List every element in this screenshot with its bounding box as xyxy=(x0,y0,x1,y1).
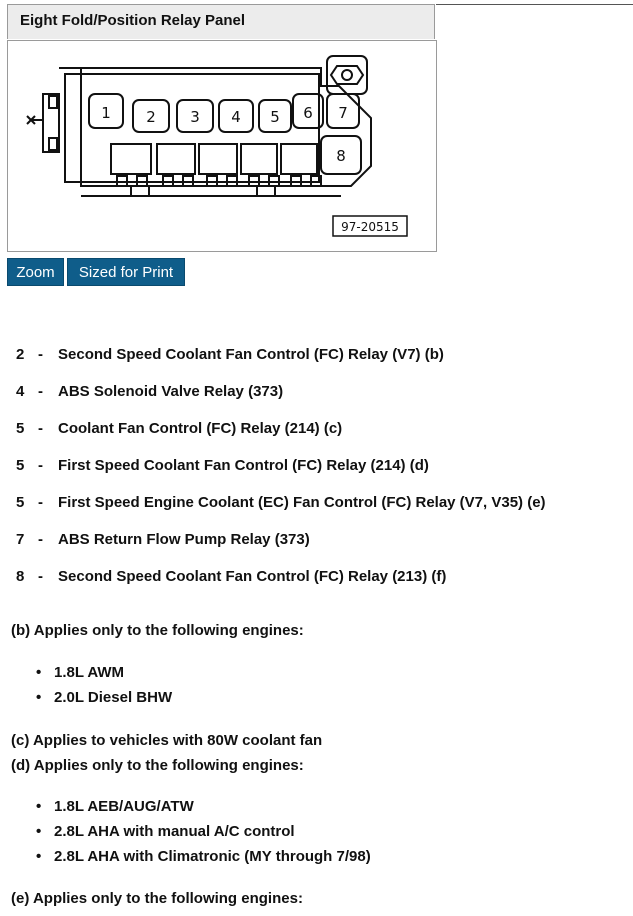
list-item-text: 1.8L AEB/AUG/ATW xyxy=(54,798,194,815)
slot-label-8: 8 xyxy=(336,147,346,165)
relay-number: 5 xyxy=(16,457,25,474)
relay-row: 5-First Speed Coolant Fan Control (FC) R… xyxy=(16,457,429,474)
figure-id: 97-20515 xyxy=(341,220,399,234)
list-item: • 2.8L AHA with Climatronic (MY through 7… xyxy=(36,848,371,865)
relay-description: First Speed Coolant Fan Control (FC) Rel… xyxy=(58,457,429,474)
relay-description: Second Speed Coolant Fan Control (FC) Re… xyxy=(58,568,447,585)
list-item-text: 2.0L Diesel BHW xyxy=(54,689,173,706)
relay-dash: - xyxy=(38,420,43,437)
slot-label-7: 7 xyxy=(338,104,348,122)
relay-dash: - xyxy=(38,531,43,548)
relay-dash: - xyxy=(38,568,43,585)
relay-row: 7-ABS Return Flow Pump Relay (373) xyxy=(16,531,310,548)
note-e: (e) Applies only to the following engine… xyxy=(11,890,303,907)
bullet-icon: • xyxy=(36,798,42,815)
note-c: (c) Applies to vehicles with 80W coolant… xyxy=(11,732,323,749)
relay-number: 5 xyxy=(16,420,25,437)
relay-description: Coolant Fan Control (FC) Relay (214) (c) xyxy=(58,420,343,437)
relay-number: 5 xyxy=(16,494,25,511)
bullet-icon: • xyxy=(36,848,42,865)
relay-description: Second Speed Coolant Fan Control (FC) Re… xyxy=(58,346,444,363)
list-item: • 2.8L AHA with manual A/C control xyxy=(36,823,295,840)
note-b: (b) Applies only to the following engine… xyxy=(11,622,304,639)
relay-row: 8-Second Speed Coolant Fan Control (FC) … xyxy=(16,568,446,585)
relay-number: 4 xyxy=(16,383,25,400)
zoom-button[interactable]: Zoom xyxy=(7,258,64,286)
list-item-text: 1.8L AWM xyxy=(54,664,125,681)
panel-title-box: Eight Fold/Position Relay Panel xyxy=(7,4,435,39)
relay-panel-diagram: 1 2 3 4 5 6 7 8 97-20515 xyxy=(26,55,408,237)
relay-number: 7 xyxy=(16,531,25,548)
relay-row: 4-ABS Solenoid Valve Relay (373) xyxy=(16,383,283,400)
relay-dash: - xyxy=(38,457,43,474)
relay-row: 2-Second Speed Coolant Fan Control (FC) … xyxy=(16,346,444,363)
relay-description: First Speed Engine Coolant (EC) Fan Cont… xyxy=(58,494,546,511)
note-d: (d) Applies only to the following engine… xyxy=(11,757,304,774)
sized-for-print-button[interactable]: Sized for Print xyxy=(67,258,185,286)
relay-row: 5-Coolant Fan Control (FC) Relay (214) (… xyxy=(16,420,342,437)
relay-dash: - xyxy=(38,346,43,363)
slot-label-4: 4 xyxy=(231,108,241,126)
list-item: • 1.8L AEB/AUG/ATW xyxy=(36,798,194,815)
relay-description: ABS Return Flow Pump Relay (373) xyxy=(58,531,310,548)
relay-row: 5-First Speed Engine Coolant (EC) Fan Co… xyxy=(16,494,546,511)
relay-panel-figure[interactable]: 1 2 3 4 5 6 7 8 97-20515 xyxy=(7,40,437,252)
list-item: • 1.8L AWM xyxy=(36,664,124,681)
bullet-icon: • xyxy=(36,664,42,681)
list-item: • 2.0L Diesel BHW xyxy=(36,689,172,706)
relay-description: ABS Solenoid Valve Relay (373) xyxy=(58,383,284,400)
slot-label-5: 5 xyxy=(270,108,280,126)
slot-label-3: 3 xyxy=(190,108,200,126)
list-item-text: 2.8L AHA with manual A/C control xyxy=(54,823,295,840)
slot-label-1: 1 xyxy=(101,104,111,122)
relay-number: 8 xyxy=(16,568,25,585)
relay-number: 2 xyxy=(16,346,25,363)
slot-label-2: 2 xyxy=(146,108,156,126)
relay-dash: - xyxy=(38,494,43,511)
slot-label-6: 6 xyxy=(303,104,313,122)
list-item-text: 2.8L AHA with Climatronic (MY through 7/… xyxy=(54,848,371,865)
title-divider xyxy=(436,4,633,5)
bullet-icon: • xyxy=(36,823,42,840)
relay-dash: - xyxy=(38,383,43,400)
bullet-icon: • xyxy=(36,689,42,706)
panel-title: Eight Fold/Position Relay Panel xyxy=(20,12,246,29)
